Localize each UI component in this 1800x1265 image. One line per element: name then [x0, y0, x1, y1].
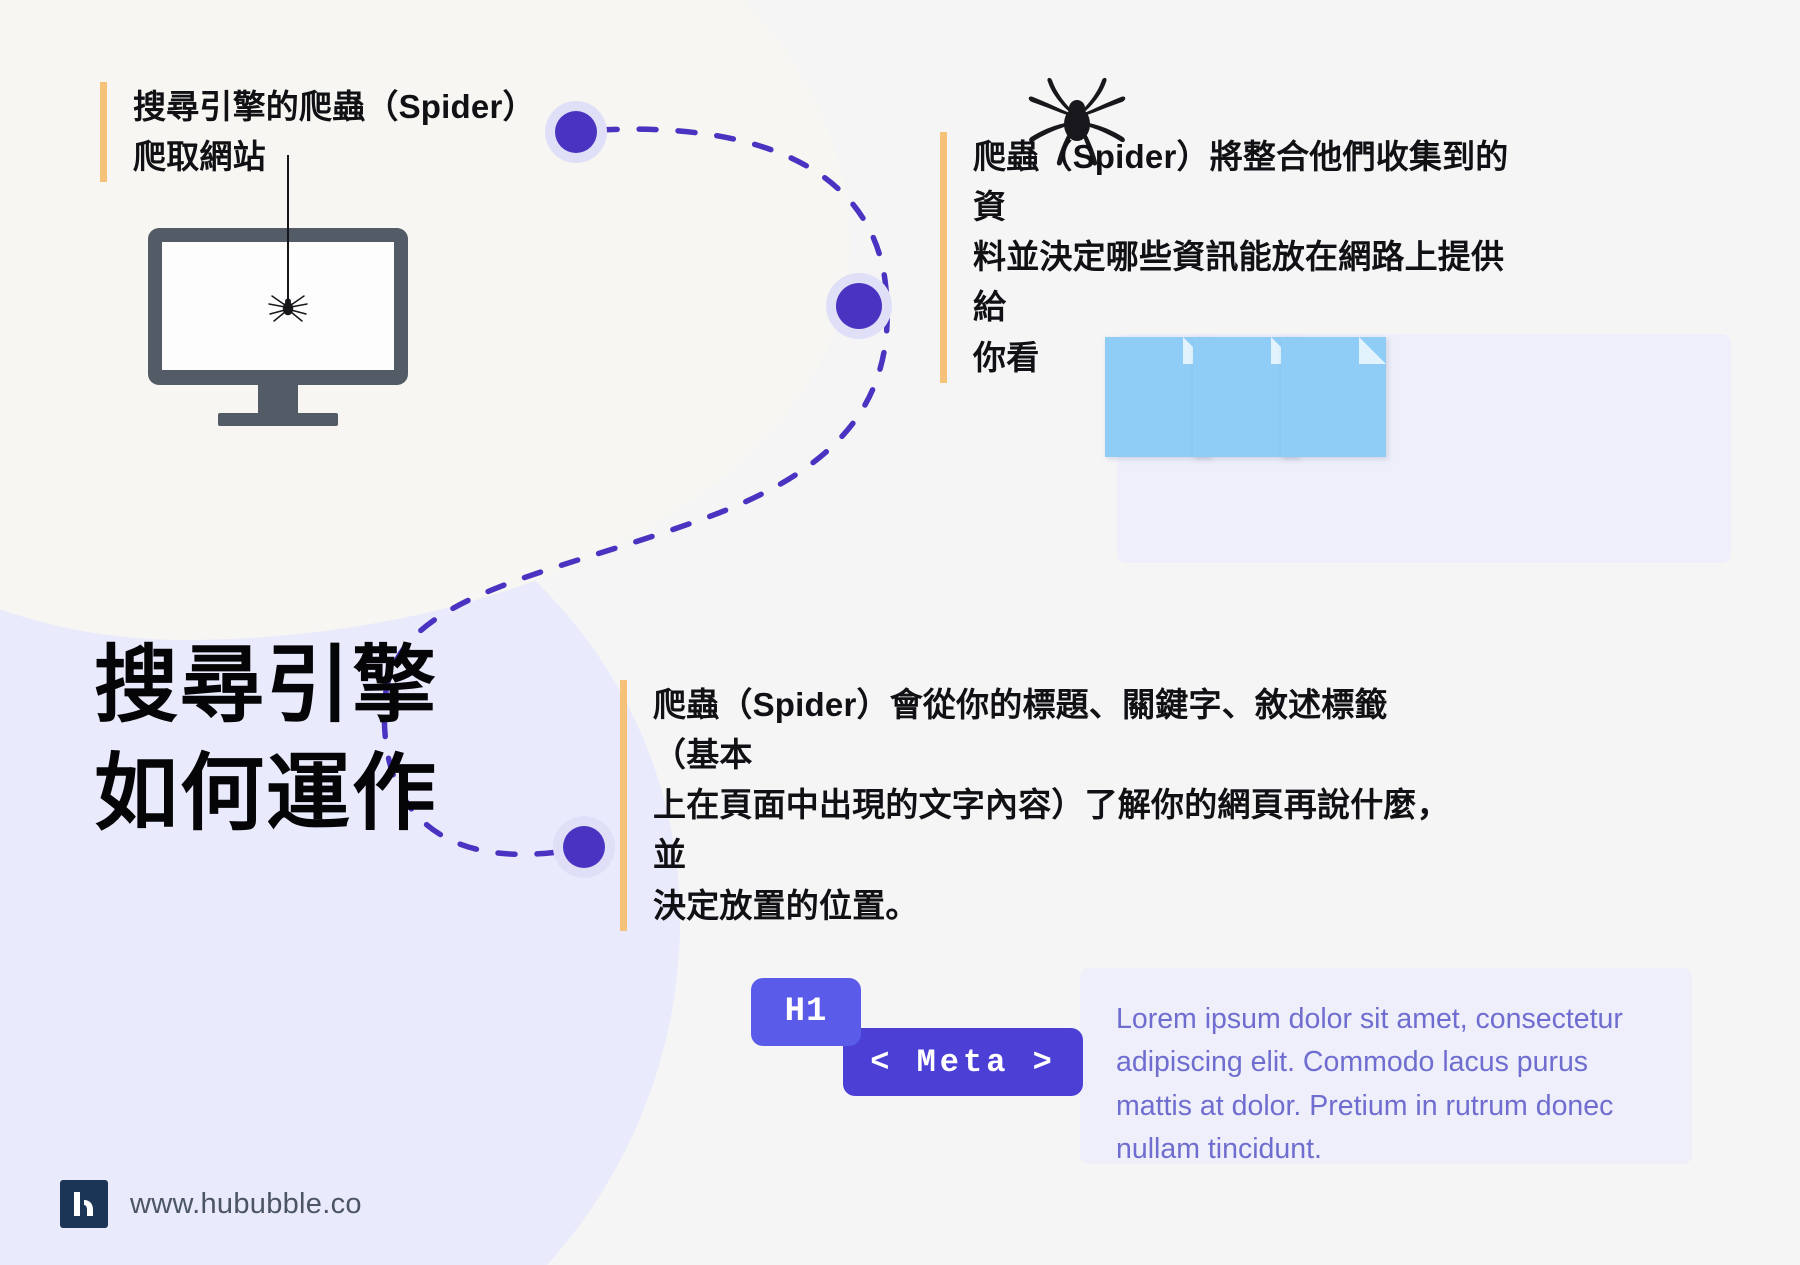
page-title-line-1: 搜尋引擎 — [94, 638, 439, 732]
callout-crawl-website: 搜尋引擎的爬蟲（Spider） 爬取網站 — [100, 82, 536, 183]
h1-tag-badge: H1 — [751, 978, 861, 1046]
document-icon — [1281, 337, 1386, 457]
spider-icon — [268, 295, 308, 322]
document-icon — [1105, 337, 1210, 457]
callout-line: 決定放置的位置。 — [653, 886, 919, 924]
callout-line: 爬蟲（Spider）會從你的標題、關鍵字、敘述標籤（基本 — [653, 686, 1388, 774]
callout-line: 你看 — [973, 338, 1040, 376]
meta-tag-badge: < Meta > — [843, 1028, 1083, 1096]
meta-tag-label: < Meta > — [870, 1043, 1056, 1081]
callout-line: 上在頁面中出現的文字內容）了解你的網頁再說什麼，並 — [653, 786, 1450, 874]
monitor-base — [218, 413, 338, 426]
lorem-text-panel: Lorem ipsum dolor sit amet, consectetur … — [1080, 968, 1692, 1165]
monitor-neck — [258, 385, 298, 415]
callout-line: 爬蟲（Spider）將整合他們收集到的資 — [973, 138, 1509, 226]
flow-node-2 — [826, 273, 892, 339]
page-title-line-2: 如何運作 — [94, 745, 439, 840]
spider-icon — [1028, 77, 1126, 166]
h1-tag-label: H1 — [784, 993, 828, 1031]
callout-spider-reads-tags: 爬蟲（Spider）會從你的標題、關鍵字、敘述標籤（基本 上在頁面中出現的文字內… — [620, 680, 1450, 931]
lorem-text: Lorem ipsum dolor sit amet, consectetur … — [1116, 1003, 1623, 1165]
callout-line: 料並決定哪些資訊能放在網路上提供給 — [973, 238, 1505, 326]
callout-line: 爬取網站 — [133, 138, 266, 176]
document-icon — [1193, 337, 1298, 457]
callout-line: 搜尋引擎的爬蟲（Spider） — [133, 88, 536, 125]
node-core — [555, 111, 597, 153]
callout-spider-aggregates: 爬蟲（Spider）將整合他們收集到的資 料並決定哪些資訊能放在網路上提供給 你… — [940, 132, 1510, 383]
page-title: 搜尋引擎 如何運作 — [94, 632, 438, 847]
footer: www.hububble.co — [60, 1180, 362, 1228]
flow-node-1 — [545, 101, 607, 163]
footer-url[interactable]: www.hububble.co — [130, 1187, 362, 1220]
node-core — [836, 283, 882, 329]
flow-node-3 — [553, 816, 615, 878]
node-core — [563, 826, 605, 868]
spider-thread — [287, 155, 289, 305]
hububble-logo-icon — [60, 1180, 108, 1228]
